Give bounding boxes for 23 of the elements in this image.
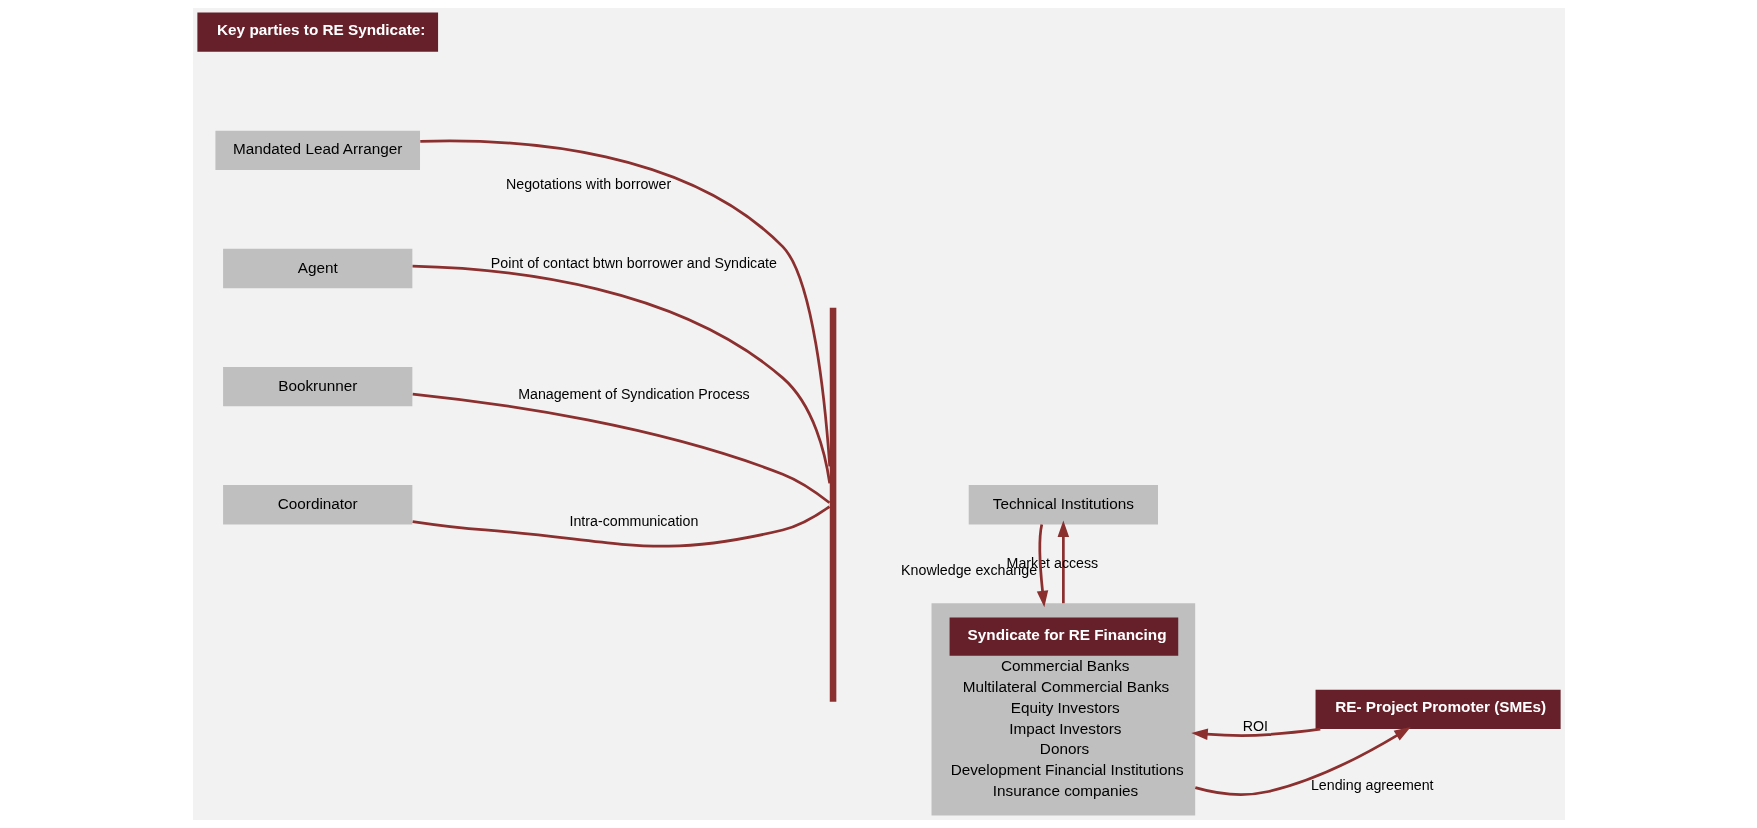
arrow: [1190, 727, 1320, 740]
arrow: [1036, 524, 1048, 608]
node-box: Technical Institutions: [968, 485, 1158, 525]
node-box: Bookrunner: [222, 366, 412, 407]
node-box: Mandated Lead Arranger: [214, 130, 420, 170]
edge-label: Negotations with borrower: [505, 176, 671, 193]
node-box: RE- Project Promoter (SMEs): [1315, 689, 1561, 730]
node-box: Coordinator: [222, 485, 412, 525]
edge-label: ROI: [1242, 717, 1268, 734]
arrow: [1057, 520, 1069, 604]
edge-label: Management of Syndication Process: [517, 386, 750, 403]
connector: [419, 139, 831, 467]
arrow: [1194, 726, 1411, 796]
connector: [412, 392, 830, 504]
connector: [412, 264, 831, 484]
node-box: Agent: [222, 248, 412, 289]
edge-label: Point of contact btwn borrower and Syndicate: [490, 254, 777, 271]
edge-label: Lending agreement: [1310, 777, 1433, 794]
connector: [411, 505, 830, 548]
node-box: Key parties to RE Syndicate:: [196, 12, 438, 52]
node-bar: [829, 307, 836, 702]
edge-label: Intra-communication: [569, 513, 698, 530]
node-box: Syndicate for RE Financing Commercial Banks Multilateral Commercial Banks Equity Investors Impact Investors Donors Development Financial Institutions Insurance companies: [931, 603, 1195, 816]
